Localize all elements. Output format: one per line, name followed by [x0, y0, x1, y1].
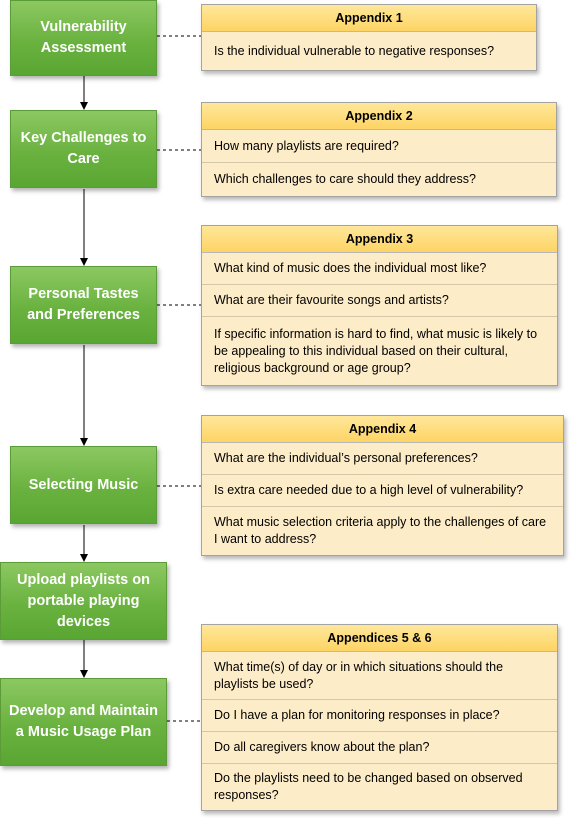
panel-appendix-1: Appendix 1 Is the individual vulnerable …	[201, 4, 537, 71]
step-key-challenges: Key Challenges to Care	[10, 110, 157, 188]
panel-question: Do all caregivers know about the plan?	[202, 732, 557, 764]
panel-question: What music selection criteria apply to t…	[214, 515, 547, 546]
step-music-usage-plan: Develop and Maintain a Music Usage Plan	[0, 678, 167, 766]
panel-title: Appendix 1	[202, 5, 536, 32]
panel-title: Appendix 4	[202, 416, 563, 443]
panel-title: Appendices 5 & 6	[202, 625, 557, 652]
step-upload-playlists: Upload playlists on portable playing dev…	[0, 562, 167, 640]
panel-appendix-2: Appendix 2 How many playlists are requir…	[201, 102, 557, 197]
panel-question: Do the playlists need to be changed base…	[214, 771, 523, 802]
step-personal-tastes: Personal Tastes and Preferences	[10, 266, 157, 344]
panel-appendix-3: Appendix 3 What kind of music does the i…	[201, 225, 558, 386]
step-label: Personal Tastes and Preferences	[27, 286, 140, 323]
step-label: Vulnerability Assessment	[40, 19, 127, 56]
step-label: Develop and Maintain a Music Usage Plan	[8, 703, 159, 740]
panel-appendix-4: Appendix 4 What are the individual’s per…	[201, 415, 564, 556]
step-label: Selecting Music	[28, 476, 139, 493]
panel-appendices-5-6: Appendices 5 & 6 What time(s) of day or …	[201, 624, 558, 811]
step-selecting-music: Selecting Music	[10, 446, 157, 524]
panel-question: What kind of music does the individual m…	[202, 253, 557, 285]
panel-title: Appendix 2	[202, 103, 556, 130]
panel-question: What are their favourite songs and artis…	[202, 285, 557, 317]
step-vulnerability-assessment: Vulnerability Assessment	[10, 0, 157, 76]
step-label: Upload playlists on portable playing dev…	[17, 571, 150, 630]
step-label: Key Challenges to Care	[20, 130, 147, 167]
panel-question: How many playlists are required?	[202, 130, 556, 163]
panel-question: What time(s) of day or in which situatio…	[202, 652, 557, 700]
panel-question: Do I have a plan for monitoring response…	[202, 700, 557, 732]
panel-question: Which challenges to care should they add…	[214, 172, 476, 186]
panel-question: Is extra care needed due to a high level…	[202, 475, 563, 507]
panel-title: Appendix 3	[202, 226, 557, 253]
panel-question: What are the individual’s personal prefe…	[202, 443, 563, 475]
panel-question: If specific information is hard to find,…	[214, 326, 538, 375]
panel-question: Is the individual vulnerable to negative…	[214, 43, 495, 58]
